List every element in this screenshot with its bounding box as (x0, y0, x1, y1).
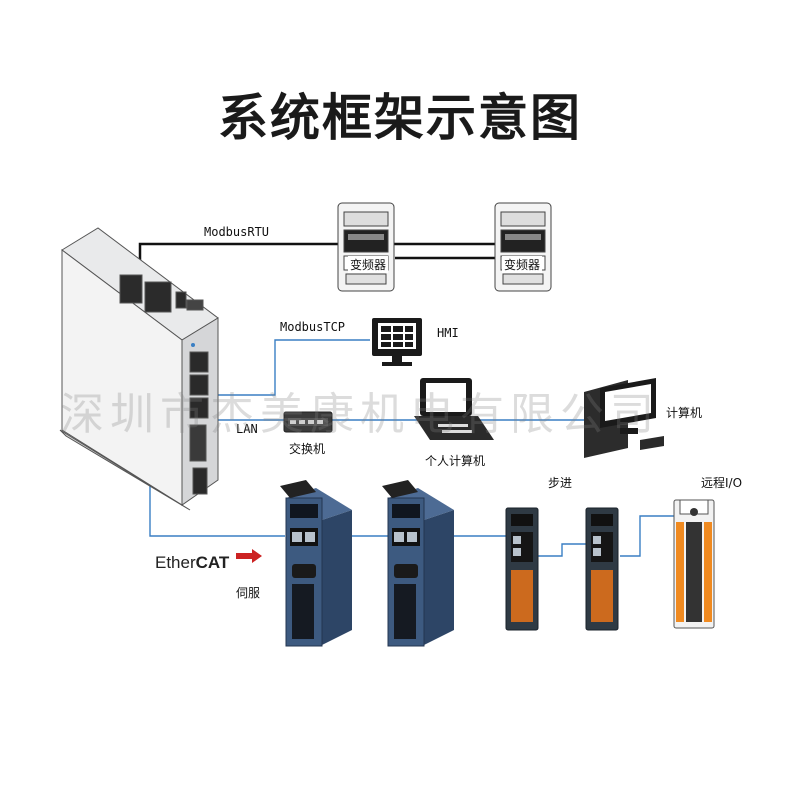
remote-io-label: 远程I/O (701, 476, 743, 490)
inverter-1 (337, 202, 395, 292)
servo-drive-2 (382, 480, 454, 647)
lan-label: LAN (236, 422, 258, 436)
ethercat-logo: EtherCAT (155, 553, 229, 573)
computer-label: 计算机 (666, 406, 703, 420)
stepper-drive-1 (505, 507, 539, 631)
inverter-label-2: 变频器 (502, 256, 543, 273)
inverter-2 (494, 202, 552, 292)
ethercat-logo-prefix: Ether (155, 553, 196, 572)
desktop-computer-icon (584, 378, 664, 458)
main-controller (59, 227, 219, 511)
personal-computer-label: 个人计算机 (425, 454, 486, 468)
modbus-tcp-line (180, 339, 370, 396)
modbus-rtu-label: ModbusRTU (204, 225, 270, 239)
hmi-icon (372, 318, 422, 366)
diagram-title: 系统框架示意图 (218, 89, 582, 147)
switch-device (283, 411, 333, 433)
ethercat-line-4 (538, 543, 590, 557)
inverter-label-1: 变频器 (348, 256, 389, 273)
servo-label: 伺服 (236, 586, 261, 600)
modbus-rtu-line (138, 242, 500, 280)
ethercat-arrows (236, 549, 262, 563)
ethercat-line-5 (620, 515, 680, 557)
stepper-label: 步进 (548, 476, 573, 490)
laptop-icon (414, 378, 494, 440)
modbus-tcp-label: ModbusTCP (280, 320, 346, 334)
ethercat-logo-bold: CAT (195, 553, 230, 572)
stepper-drive-2 (585, 507, 619, 631)
switch-label: 交换机 (289, 442, 326, 456)
servo-drive-1 (280, 480, 352, 647)
remote-io-module (673, 499, 715, 629)
company-watermark: 深圳市杰美康机电有限公司 (60, 389, 660, 440)
hmi-label: HMI (437, 326, 459, 340)
